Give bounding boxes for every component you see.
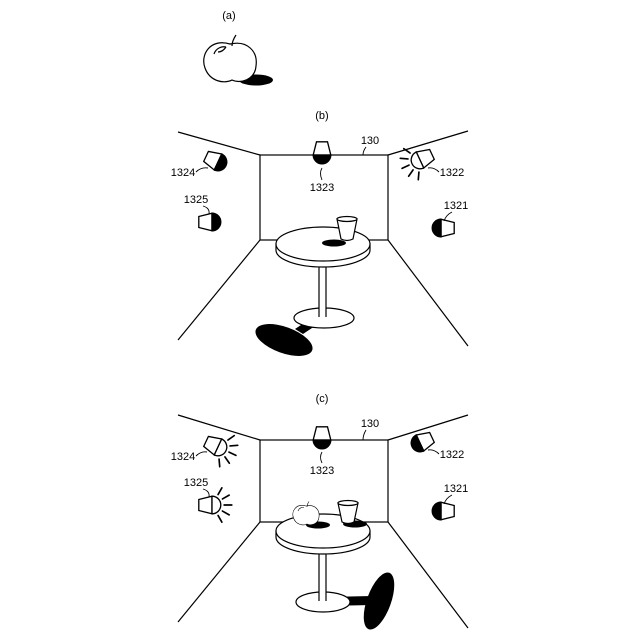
lamp-1324	[202, 148, 229, 173]
panel-a: (a)	[204, 10, 273, 86]
ref-label-1322: 1322	[440, 167, 464, 179]
panel-c: (c) 130 1324 1323	[171, 393, 468, 633]
panel-label-a: (a)	[222, 10, 235, 22]
leader-1323	[321, 168, 323, 180]
room-ref-leader	[363, 430, 366, 440]
right-floor-edge	[388, 240, 468, 346]
lamp-lens	[313, 155, 331, 164]
lamp-body	[313, 142, 331, 155]
leader-1324	[196, 452, 207, 456]
lamp-1325	[199, 488, 232, 522]
room-ref-label: 130	[361, 135, 379, 147]
right-floor-edge	[388, 522, 468, 628]
left-ceiling-edge	[178, 415, 260, 440]
leader-1325	[203, 489, 209, 497]
leader-1324	[196, 168, 208, 172]
ref-label-1325: 1325	[184, 477, 208, 489]
ref-label-1323: 1323	[310, 182, 334, 194]
lamp-1323	[313, 427, 331, 449]
lamp-lens	[432, 502, 441, 520]
ref-label-1323: 1323	[310, 465, 334, 477]
ref-label-1321: 1321	[444, 200, 468, 212]
ref-label-1324: 1324	[171, 167, 195, 179]
lamp-1323	[313, 142, 331, 164]
lamp-body	[199, 213, 212, 231]
left-ceiling-edge	[178, 132, 260, 155]
panel-b: (b) 130 1324 1323	[171, 110, 468, 362]
lamp-1322	[395, 139, 439, 184]
table	[276, 514, 401, 633]
lamp-1322	[408, 429, 435, 454]
left-floor-edge	[178, 240, 260, 340]
leader-1325	[203, 206, 209, 214]
room-ref-label: 130	[361, 418, 379, 430]
lamp-body	[441, 502, 454, 520]
left-floor-edge	[178, 522, 260, 622]
leader-1322	[428, 450, 439, 454]
panel-label-c: (c)	[316, 393, 329, 405]
table	[251, 227, 370, 362]
lamp-1325	[199, 213, 221, 231]
lamp-1321	[432, 502, 454, 520]
ref-label-1324: 1324	[171, 451, 195, 463]
apple	[204, 35, 257, 82]
lamp-body	[313, 427, 331, 440]
lamp-lens	[212, 213, 221, 231]
leader-1323	[321, 452, 323, 463]
lamp-lens	[212, 496, 221, 514]
leader-1322	[428, 168, 439, 172]
lamp-body	[199, 496, 212, 514]
lamp-body	[441, 219, 454, 237]
glass-rim	[337, 217, 357, 222]
glass-rim	[338, 501, 358, 506]
lamp-1321	[432, 219, 454, 237]
back-wall	[260, 440, 388, 522]
lamp-lens	[432, 219, 441, 237]
room-ref-leader	[363, 147, 366, 155]
ref-label-1325: 1325	[184, 194, 208, 206]
glass-shadow	[322, 240, 346, 247]
lamp-lens	[313, 440, 331, 449]
ref-label-1321: 1321	[444, 483, 468, 495]
panel-label-b: (b)	[315, 110, 328, 122]
ref-label-1322: 1322	[440, 449, 464, 461]
table-top	[276, 514, 370, 548]
